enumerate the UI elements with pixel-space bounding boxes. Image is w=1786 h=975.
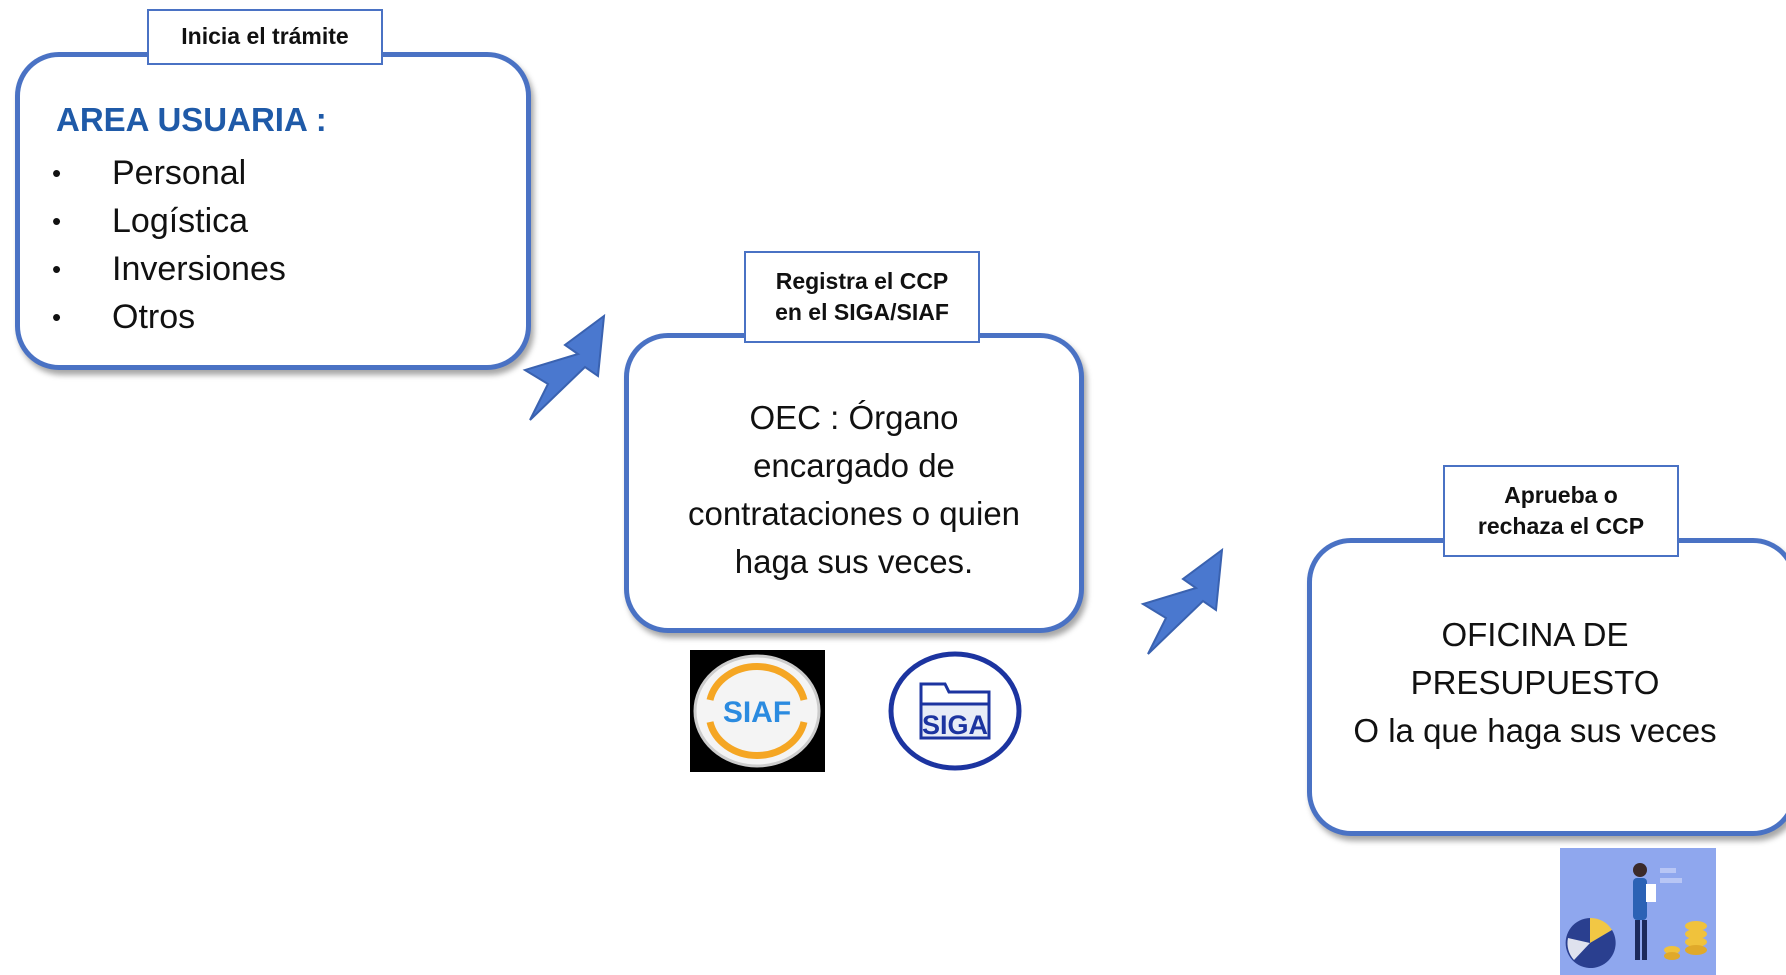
step-oec-box: OEC : Órgano encargado de contrataciones… bbox=[624, 333, 1084, 633]
oec-line: contrataciones o quien bbox=[687, 495, 1021, 532]
list-item: •Logística bbox=[52, 202, 249, 240]
step-usuaria-box: AREA USUARIA : •Personal •Logística •Inv… bbox=[15, 52, 531, 370]
siaf-logo: SIAF bbox=[690, 650, 825, 772]
siga-logo: SIGA bbox=[888, 651, 1022, 771]
list-item: •Otros bbox=[52, 298, 196, 336]
step-usuaria-tag: Inicia el trámite bbox=[147, 9, 383, 65]
presupuesto-line: PRESUPUESTO bbox=[1410, 664, 1660, 701]
presupuesto-line: OFICINA DE bbox=[1441, 616, 1629, 653]
step-presupuesto-box: OFICINA DE PRESUPUESTO O la que haga sus… bbox=[1307, 538, 1786, 836]
list-item: •Inversiones bbox=[52, 250, 286, 288]
flow-arrow-1 bbox=[522, 313, 606, 421]
presupuesto-line: O la que haga sus veces bbox=[1353, 712, 1717, 749]
area-usuaria-list: •Personal •Logística •Inversiones •Otros bbox=[52, 149, 286, 341]
oec-line: haga sus veces. bbox=[734, 543, 974, 580]
siaf-logo-label: SIAF bbox=[723, 696, 791, 729]
flow-arrow-2 bbox=[1140, 547, 1224, 655]
siga-logo-label: SIGA bbox=[922, 710, 988, 740]
step-presupuesto-tag: Aprueba o rechaza el CCP bbox=[1443, 465, 1679, 557]
oec-line: OEC : Órgano bbox=[749, 399, 959, 436]
step-oec-tag: Registra el CCP en el SIGA/SIAF bbox=[744, 251, 980, 343]
oec-line: encargado de bbox=[753, 447, 955, 484]
budget-illustration-icon bbox=[1560, 848, 1716, 975]
area-usuaria-title: AREA USUARIA : bbox=[56, 101, 327, 138]
list-item: •Personal bbox=[52, 154, 247, 192]
